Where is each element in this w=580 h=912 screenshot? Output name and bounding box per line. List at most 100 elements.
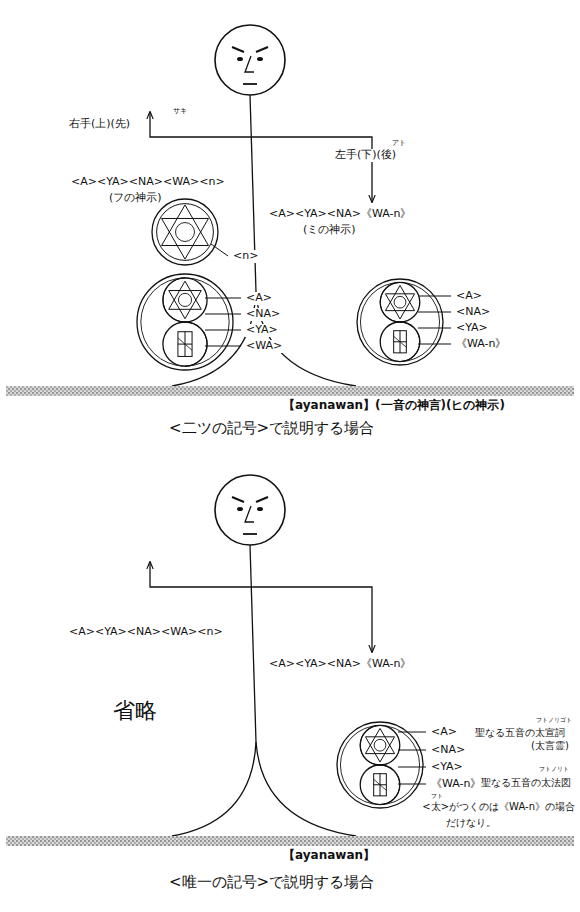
n-symbol [152, 199, 218, 265]
aynw-symbol [337, 722, 423, 808]
aynw-symbol [357, 279, 443, 365]
leader-line [211, 244, 228, 256]
label: (フの神示) [108, 192, 163, 205]
leader-line [398, 784, 426, 785]
leader-line [418, 328, 451, 329]
hexagram-core [176, 223, 195, 242]
symbol-ring [360, 282, 439, 361]
label: だけなり。 [445, 817, 497, 829]
hexagram-triangle [162, 205, 209, 246]
stick-figure [6, 25, 574, 396]
leader-line [398, 767, 426, 768]
leader-line [205, 298, 241, 299]
caption: <二ツの記号>で説明する場合 [168, 420, 375, 437]
hexagram-triangle [169, 291, 202, 319]
leader-line [418, 344, 451, 345]
glyph-stroke [394, 336, 407, 347]
caption: <唯一の記号>で説明する場合 [168, 874, 375, 891]
label: <A><YA><NA><WA><n> [70, 176, 226, 189]
head [215, 475, 285, 545]
mouth [243, 83, 257, 85]
eye [257, 57, 263, 61]
glyph-box [178, 332, 192, 357]
ruby-reading: アト [391, 139, 407, 147]
symbol-ring [357, 279, 443, 365]
ground [6, 386, 574, 396]
label: <YA> [455, 322, 489, 335]
ruby-reading: フトノリト [538, 766, 570, 773]
label: <NA> [430, 744, 466, 757]
symbol-ring [340, 725, 419, 804]
leg [172, 742, 256, 836]
label: <A><YA><NA>《WA-n》 [268, 658, 412, 671]
label: 左手(下)(後) [334, 149, 397, 162]
label: <A> [245, 292, 273, 305]
s-curve [380, 282, 420, 361]
leader-line [205, 346, 241, 347]
leader-line [398, 732, 426, 733]
hexagram-triangle [385, 294, 414, 319]
leader-line [205, 330, 241, 331]
caption: 省略 [112, 698, 158, 723]
leader-line [418, 296, 451, 297]
ruby-reading: サキ [172, 107, 188, 115]
label: <A><YA><NA><WA><n> [68, 626, 224, 639]
label: <NA> [245, 308, 281, 321]
eyebrow [256, 47, 268, 52]
eye [237, 507, 243, 511]
s-curve [163, 278, 207, 366]
label: <太>がつくのは《WA-n》の場合 [421, 801, 576, 813]
ground [6, 836, 574, 846]
hexagram-triangle [169, 281, 202, 309]
leader-line [398, 750, 426, 751]
label: <n> [232, 250, 259, 263]
glyph-stroke [374, 779, 387, 790]
label: <NA> [455, 306, 491, 319]
hexagram-core [374, 739, 386, 751]
ruby-reading: フト [430, 793, 444, 800]
nose [245, 506, 254, 522]
body [250, 545, 256, 742]
label: <YA> [245, 324, 279, 337]
symbol-ring [152, 199, 218, 265]
hexagram-core [178, 293, 191, 306]
hexagram-triangle [162, 218, 209, 259]
label: 【ayanawan】(一音の神言)(ヒの神示) [282, 399, 506, 413]
eyebrow [256, 497, 268, 502]
leg [256, 292, 356, 386]
nose [245, 56, 254, 72]
leader-line [418, 312, 451, 313]
stick-figure [6, 475, 574, 846]
aynw-symbol [137, 274, 233, 370]
label: 【ayanawan】 [282, 849, 376, 863]
hexagram-triangle [385, 285, 414, 310]
glyph-stroke [178, 338, 192, 350]
head [215, 25, 285, 95]
glyph-box [394, 331, 407, 353]
mouth [243, 533, 257, 535]
eye [237, 57, 243, 61]
s-curve [360, 725, 400, 804]
leader-line [205, 314, 241, 315]
symbol-ring [137, 274, 233, 370]
ruby-reading: フトノリゴト [535, 717, 573, 724]
label: 《WA-n》 [430, 778, 483, 791]
glyph-box [374, 774, 387, 796]
symbol-ring [157, 204, 214, 261]
eyebrow [232, 497, 244, 502]
leg [172, 292, 256, 386]
symbol-ring [337, 722, 423, 808]
label: <YA> [430, 761, 464, 774]
label: 《WA-n》 [455, 338, 508, 351]
hexagram-triangle [365, 737, 394, 762]
label: <WA> [245, 340, 283, 353]
hexagram-triangle [365, 728, 394, 753]
label: <A> [430, 726, 458, 739]
eyebrow [232, 47, 244, 52]
label: 右手(上)(先) [68, 118, 131, 131]
hexagram-core [394, 296, 406, 308]
symbol-ring [141, 278, 229, 366]
label: (太言霊) [530, 740, 570, 752]
